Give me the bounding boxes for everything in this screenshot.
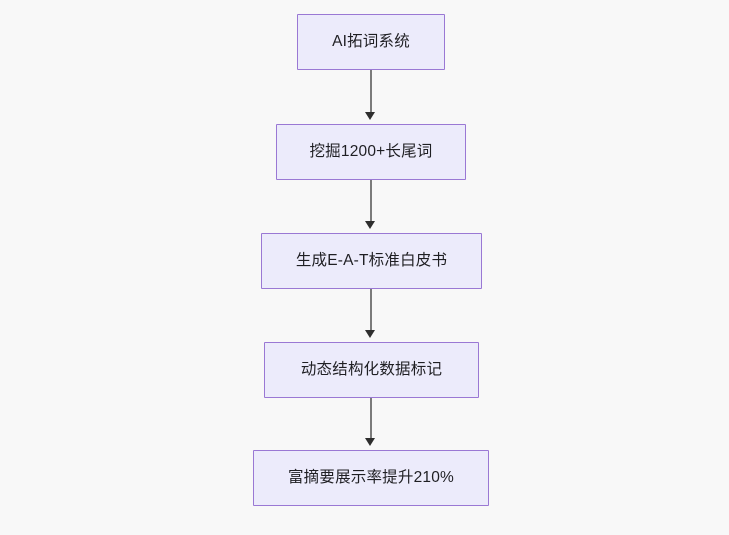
flowchart-node-5[interactable]: 富摘要展示率提升210% [253,450,489,506]
flowchart-node-2-label: 挖掘1200+长尾词 [309,143,433,161]
connector-arrowhead-2 [365,221,375,229]
flowchart-node-1[interactable]: AI拓词系统 [297,14,445,70]
connector-arrowhead-1 [365,112,375,120]
connector-line-2 [370,180,372,225]
connector-line-1 [370,70,372,116]
flowchart-node-4-label: 动态结构化数据标记 [300,361,443,379]
flowchart-node-4[interactable]: 动态结构化数据标记 [264,342,479,398]
flowchart-node-2[interactable]: 挖掘1200+长尾词 [276,124,466,180]
flowchart-node-3-label: 生成E-A-T标准白皮书 [295,252,448,270]
connector-line-4 [370,398,372,442]
flowchart-node-1-label: AI拓词系统 [332,33,410,51]
connector-arrowhead-3 [365,330,375,338]
flowchart-node-5-label: 富摘要展示率提升210% [287,469,455,487]
connector-arrowhead-4 [365,438,375,446]
connector-line-3 [370,289,372,334]
flowchart-node-3[interactable]: 生成E-A-T标准白皮书 [261,233,482,289]
